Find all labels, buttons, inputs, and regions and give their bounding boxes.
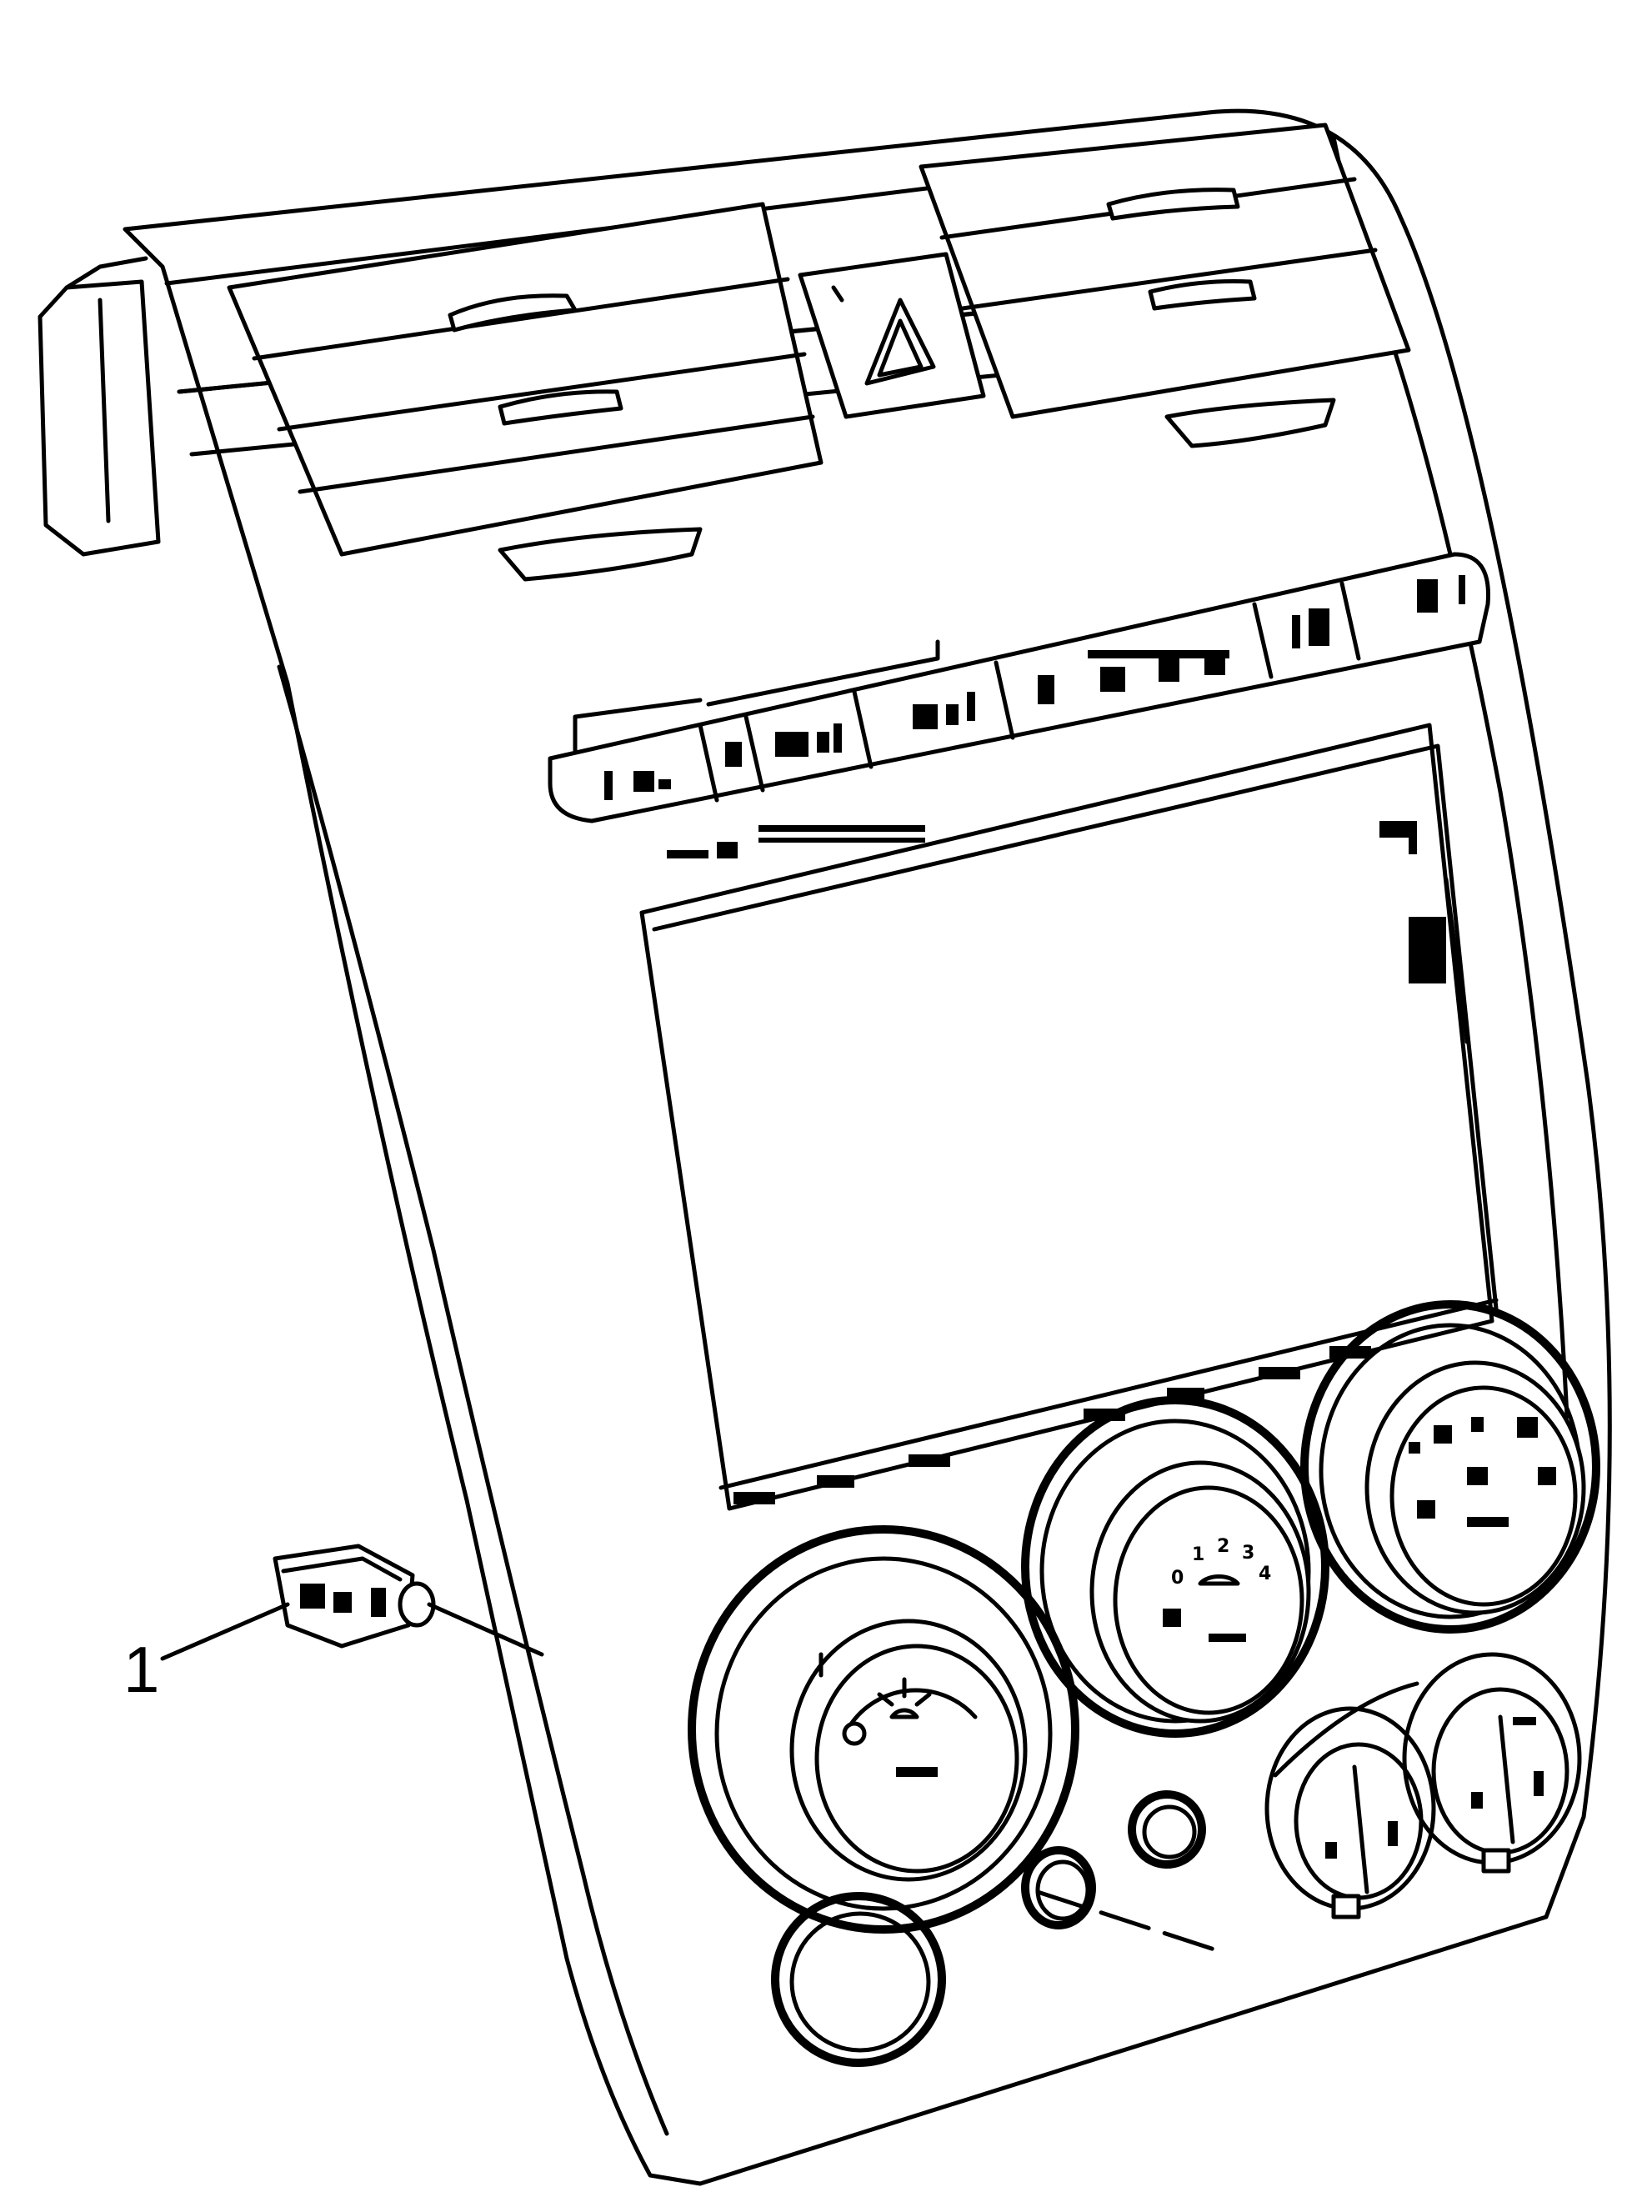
callout-1: 1 <box>123 1633 159 1706</box>
switch-component <box>273 1544 544 1657</box>
fan-scale-3: 3 <box>1242 1543 1254 1564</box>
right-air-vent <box>919 123 1411 448</box>
left-side-bracket <box>38 256 161 557</box>
fan-scale-0: 0 <box>1171 1568 1184 1589</box>
switch-bank <box>548 552 1490 823</box>
install-direction-line <box>1035 1889 1219 1953</box>
temperature-knob[interactable] <box>688 1525 1079 1934</box>
fan-speed-knob[interactable]: 0 1 2 3 4 <box>1021 1396 1329 1738</box>
heated-seat-control-right[interactable] <box>1402 1652 1582 1874</box>
fan-scale-1: 1 <box>1192 1544 1204 1565</box>
power-outlet-opening <box>771 1892 946 2067</box>
fan-scale-4: 4 <box>1259 1564 1271 1584</box>
heated-seat-control-left[interactable] <box>1264 1706 1436 1919</box>
air-mode-knob[interactable] <box>1300 1300 1600 1634</box>
fan-scale-2: 2 <box>1217 1536 1229 1557</box>
hazard-button[interactable] <box>798 252 986 419</box>
left-air-vent <box>227 202 823 582</box>
indicator-bar <box>604 771 613 800</box>
leader-line-1 <box>160 1602 290 1661</box>
auxiliary-button[interactable] <box>1128 1790 1206 1869</box>
radio-brand-mark <box>667 825 925 858</box>
